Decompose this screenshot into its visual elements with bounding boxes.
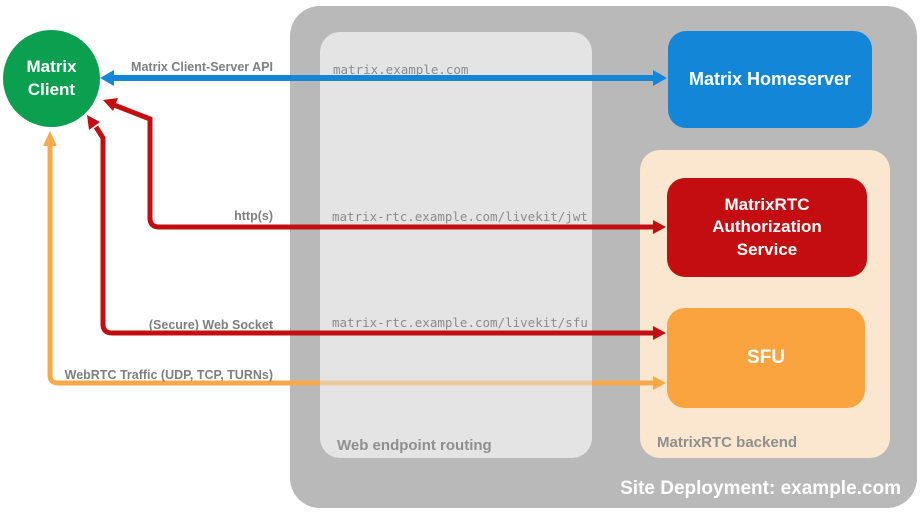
web-endpoint-routing-label: Web endpoint routing: [337, 437, 492, 454]
https-label: http(s): [234, 209, 273, 223]
matrixrtc-backend-label: MatrixRTC backend: [657, 434, 798, 451]
matrix-client-node: Matrix Client: [3, 30, 100, 127]
matrix-homeserver-node: Matrix Homeserver: [668, 31, 872, 128]
webrtc-traffic-label: WebRTC Traffic (UDP, TCP, TURNs): [64, 368, 273, 382]
matrixrtc-authorization-service-node: MatrixRTC Authorization Service: [667, 178, 867, 277]
route-livekit-sfu: matrix-rtc.example.com/livekit/sfu: [332, 315, 588, 330]
websocket-label: (Secure) Web Socket: [148, 318, 273, 332]
route-livekit-jwt: matrix-rtc.example.com/livekit/jwt: [332, 209, 588, 224]
web-endpoint-routing-panel: [320, 32, 592, 458]
site-deployment-label: Site Deployment: example.com: [620, 478, 901, 499]
route-matrix-example-com: matrix.example.com: [333, 62, 469, 77]
sfu-node: SFU: [667, 308, 865, 408]
client-server-api-label: Matrix Client-Server API: [131, 60, 273, 74]
